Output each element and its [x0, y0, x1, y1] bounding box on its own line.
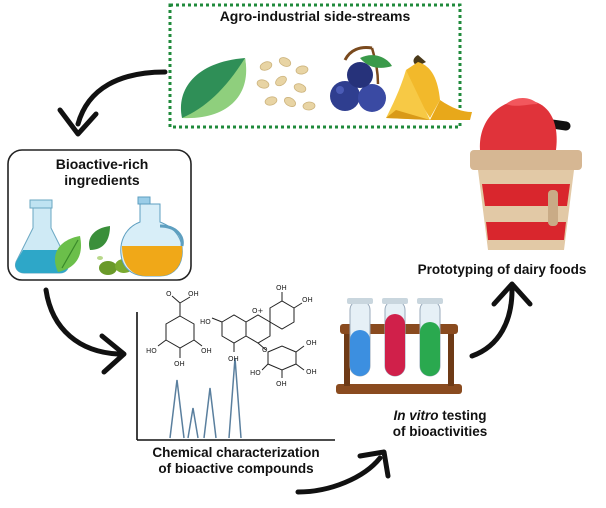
atom-label: OH: [174, 360, 185, 368]
side-streams-title: Agro-industrial side-streams: [219, 8, 411, 24]
ingredients-title-line1: Bioactive-rich: [55, 156, 149, 172]
anthocyanin-structure: [211, 292, 305, 378]
small-leaves-icon: [54, 226, 110, 272]
invitro-title-line2: of bioactivities: [392, 423, 488, 439]
atom-label: OH: [306, 339, 317, 347]
atom-label: OH: [276, 380, 287, 388]
chemical-title-line2: of bioactive compounds: [158, 460, 314, 476]
atom-label: OH: [188, 290, 199, 298]
invitro-title-line1: In vitro testing: [380, 408, 500, 424]
atom-label: O: [262, 346, 268, 354]
atom-label: O: [166, 290, 172, 298]
atom-label: HO: [250, 369, 261, 377]
arrow-chemical-to-invitro: [295, 455, 383, 495]
invitro-title: In vitro testing of bioactivities: [380, 408, 500, 439]
berries-icon: [330, 46, 392, 112]
atom-label: OH: [302, 296, 313, 304]
ingredients-title-line2: ingredients: [64, 172, 140, 189]
leaf-icon: [180, 58, 247, 119]
atom-label: O+: [252, 307, 264, 315]
chemical-title: Chemical characterization of bioactive c…: [126, 445, 346, 476]
chromatogram: [136, 312, 335, 441]
atom-label: OH: [306, 368, 317, 376]
arrow-ingredients-to-chemical: [43, 287, 121, 357]
invitro-italic: In vitro: [393, 408, 439, 423]
gallic-acid-structure: [157, 295, 203, 358]
chemical-title-line1: Chemical characterization: [152, 445, 320, 460]
arrow-streams-to-ingredients: [75, 69, 168, 127]
arrow-invitro-to-prototyping: [469, 287, 515, 359]
atom-label: HO: [200, 318, 211, 326]
seeds-icon: [256, 57, 316, 111]
test-tubes-icon: [336, 298, 462, 394]
banana-peel-icon: [386, 55, 472, 120]
atom-label: OH: [201, 347, 212, 355]
dairy-cup-icon: [470, 98, 582, 250]
oil-bottle-icon: [120, 196, 184, 277]
atom-label: OH: [276, 284, 287, 292]
atom-label: HO: [146, 347, 157, 355]
ingredients-title: Bioactive-rich ingredients: [14, 156, 190, 188]
atom-label: OH: [228, 355, 239, 363]
prototyping-title: Prototyping of dairy foods: [417, 262, 587, 277]
invitro-rest: testing: [438, 408, 487, 423]
